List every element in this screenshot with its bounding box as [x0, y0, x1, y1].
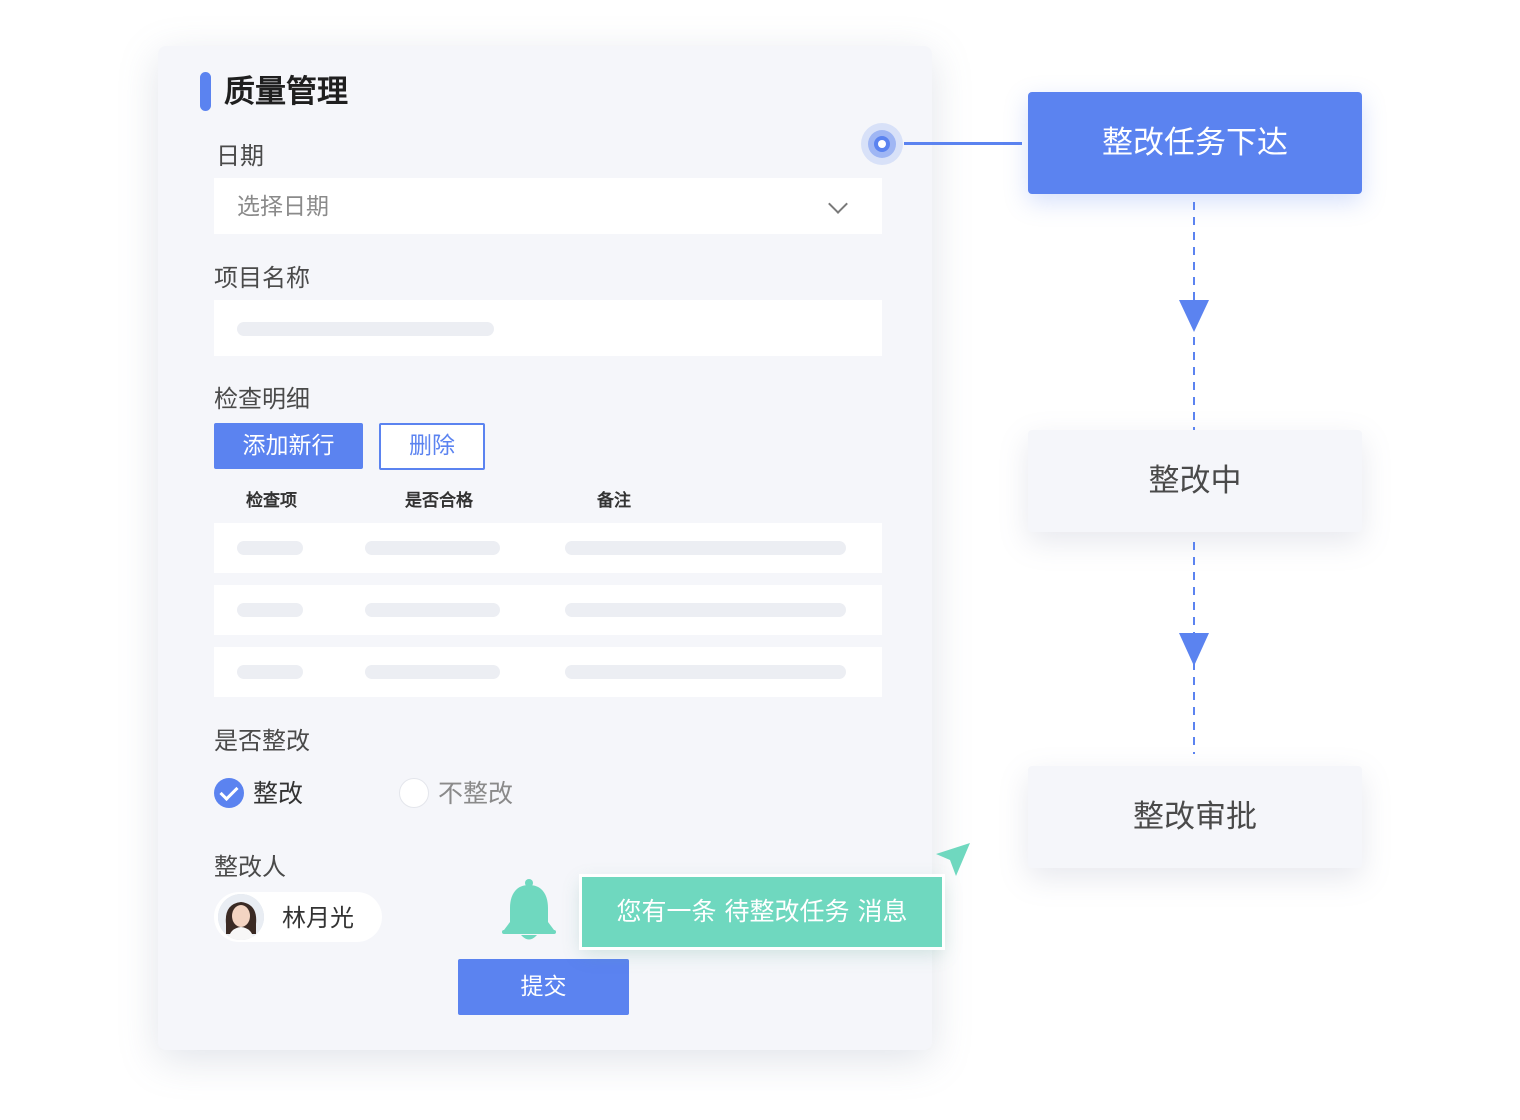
flow-step-in-progress: 整改中 — [1028, 430, 1362, 532]
assignee-label: 整改人 — [214, 853, 286, 881]
flow-connector-arrows — [1179, 202, 1209, 754]
notification-banner[interactable]: 您有一条 待整改任务 消息 — [582, 877, 942, 947]
table-header-qualified: 是否合格 — [405, 491, 473, 511]
flow-step-approval: 整改审批 — [1028, 766, 1362, 868]
cell-skeleton — [237, 665, 303, 679]
table-header-remark: 备注 — [597, 491, 631, 511]
page-title: 质量管理 — [224, 74, 348, 110]
date-label: 日期 — [216, 142, 264, 170]
date-placeholder: 选择日期 — [237, 194, 329, 220]
cell-skeleton — [237, 541, 303, 555]
connector-line — [904, 142, 1022, 145]
cell-skeleton — [565, 665, 846, 679]
radio-no-rectify[interactable] — [399, 778, 429, 808]
send-arrow-icon — [936, 843, 970, 876]
cell-skeleton — [365, 603, 500, 617]
connector-dot-icon — [861, 123, 903, 165]
avatar — [218, 894, 264, 940]
rectify-label: 是否整改 — [214, 727, 310, 755]
cell-skeleton — [565, 541, 846, 555]
submit-button[interactable]: 提交 — [458, 959, 629, 1015]
radio-no-rectify-label[interactable]: 不整改 — [438, 779, 514, 808]
flow-step-issue-task: 整改任务下达 — [1028, 92, 1362, 194]
radio-rectify-checked[interactable] — [214, 778, 244, 808]
cell-skeleton — [237, 603, 303, 617]
project-name-label: 项目名称 — [214, 264, 310, 292]
details-label: 检查明细 — [214, 385, 310, 413]
delete-button[interactable]: 删除 — [379, 423, 485, 470]
cell-skeleton — [365, 665, 500, 679]
assignee-name: 林月光 — [282, 904, 354, 932]
add-row-button[interactable]: 添加新行 — [214, 423, 363, 469]
title-accent-bar — [200, 72, 211, 111]
radio-rectify-label[interactable]: 整改 — [253, 779, 304, 808]
cell-skeleton — [565, 603, 846, 617]
bell-icon — [502, 879, 556, 940]
table-header-item: 检查项 — [246, 491, 297, 511]
placeholder-skeleton — [237, 322, 494, 336]
cell-skeleton — [365, 541, 500, 555]
date-select[interactable] — [214, 178, 882, 234]
